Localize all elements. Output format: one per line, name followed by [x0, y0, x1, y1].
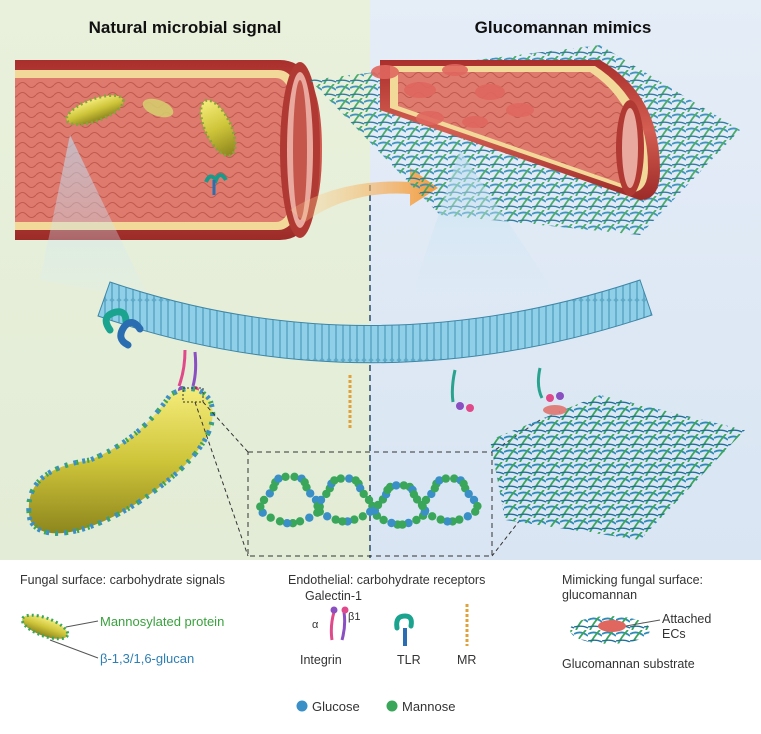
sugar-bead: [290, 472, 299, 481]
sugar-bead: [421, 495, 431, 505]
sugar-bead: [364, 495, 374, 505]
sugar-bead: [305, 513, 314, 522]
attached-ec-right: [543, 405, 567, 415]
transition-arrow: [290, 168, 438, 222]
sugar-bead: [295, 517, 305, 526]
galectin-label: Galectin-1: [305, 589, 362, 603]
attached-ecs-top: [371, 64, 534, 128]
zoom-beam-right: [410, 150, 560, 300]
sugar-bead: [256, 502, 265, 511]
alpha-label: α: [312, 619, 319, 631]
tlr-receptor-icon: [102, 308, 144, 349]
sugar-bead: [464, 489, 473, 499]
glucan-label: β-1,3/1,6-glucan: [100, 651, 194, 666]
sugar-bead: [450, 474, 459, 483]
sugar-bead: [302, 483, 311, 492]
sugar-bead: [350, 515, 359, 524]
sugar-bead: [313, 501, 322, 511]
sugar-bead: [359, 489, 368, 499]
sugar-bead: [418, 501, 427, 511]
right-panel-title: Glucomannan mimics: [475, 18, 652, 37]
fungus-in-vessel-1: [65, 93, 125, 127]
mimic-legend-heading-2: glucomannan: [562, 588, 637, 602]
receptor-in-vessel: [204, 173, 228, 195]
sugar-bead: [379, 515, 388, 525]
galectin-icon-right: [536, 367, 564, 402]
sugar-bead: [412, 495, 422, 504]
sugar-bead: [336, 474, 345, 483]
sugar-chain-beads: [256, 472, 482, 529]
sugar-bead: [275, 517, 285, 526]
sugar-bead: [266, 513, 275, 522]
integrin-legend-icon: [329, 606, 349, 641]
sugar-bead: [259, 495, 269, 505]
sugar-bead: [330, 476, 339, 485]
left-panel-title: Natural microbial signal: [89, 18, 282, 37]
sugar-bead: [441, 474, 450, 483]
sugar-bead: [288, 519, 298, 528]
cell-membrane: [97, 279, 653, 364]
attached-ecs-label-2: ECs: [662, 627, 686, 641]
sugar-bead: [265, 489, 274, 498]
sugar-bead: [338, 517, 347, 526]
sugar-bead: [471, 507, 480, 516]
attached-ecs-label-1: Attached: [662, 612, 711, 626]
sugar-bead: [435, 476, 444, 485]
glucomannan-substrate-icon: [570, 616, 650, 644]
beta1-label: β1: [348, 611, 360, 623]
sugar-bead: [392, 481, 401, 490]
tlr-label: TLR: [397, 653, 421, 667]
sugar-bead: [282, 519, 292, 528]
sugar-bead: [281, 472, 290, 481]
blood-vessel-right: [380, 60, 660, 200]
fungus-cell-large: [26, 386, 216, 536]
sugar-bead: [387, 518, 396, 528]
sugar-bead: [274, 474, 283, 483]
sugar-bead: [316, 495, 326, 505]
sugar-bead: [455, 515, 464, 524]
mannose-label: Mannose: [402, 699, 455, 714]
sugar-bead: [323, 512, 332, 521]
sugar-bead: [443, 517, 452, 526]
fungus-in-vessel-3: [199, 98, 237, 158]
sugar-chain-inset: [247, 451, 493, 557]
sugar-bead: [331, 515, 340, 524]
sugar-bead: [469, 495, 479, 505]
sugar-bead: [436, 515, 445, 524]
fungus-icon: [20, 613, 70, 641]
glucose-label: Glucose: [312, 699, 360, 714]
fungal-legend-heading: Fungal surface: carbohydrate signals: [20, 573, 225, 587]
sugar-bead: [306, 489, 315, 498]
fungus-in-vessel-2: [142, 98, 174, 118]
fungus-zoom-box: [182, 387, 204, 403]
mr-label: MR: [457, 653, 476, 667]
sugar-bead: [463, 512, 472, 521]
sugar-bead: [412, 515, 421, 525]
integrin-label: Integrin: [300, 653, 342, 667]
glucomannan-substrate: [490, 395, 745, 540]
mimic-legend-heading-1: Mimicking fungal surface:: [562, 573, 703, 587]
mannosylated-protein-label: Mannosylated protein: [100, 614, 224, 629]
sugar-bead: [428, 512, 437, 521]
endothelial-legend-heading: Endothelial: carbohydrate receptors: [288, 573, 485, 587]
zoom-beam-left: [40, 135, 150, 300]
glucose-dot-icon: [296, 700, 308, 712]
sugar-bead: [373, 500, 383, 510]
mannose-dot-icon: [386, 700, 398, 712]
glucomannan-substrate-label: Glucomannan substrate: [562, 657, 695, 671]
integrin-icon-right: [450, 369, 474, 412]
tlr-legend-icon: [394, 613, 414, 646]
sugar-bead: [345, 474, 354, 483]
sugar-bead: [358, 512, 367, 521]
